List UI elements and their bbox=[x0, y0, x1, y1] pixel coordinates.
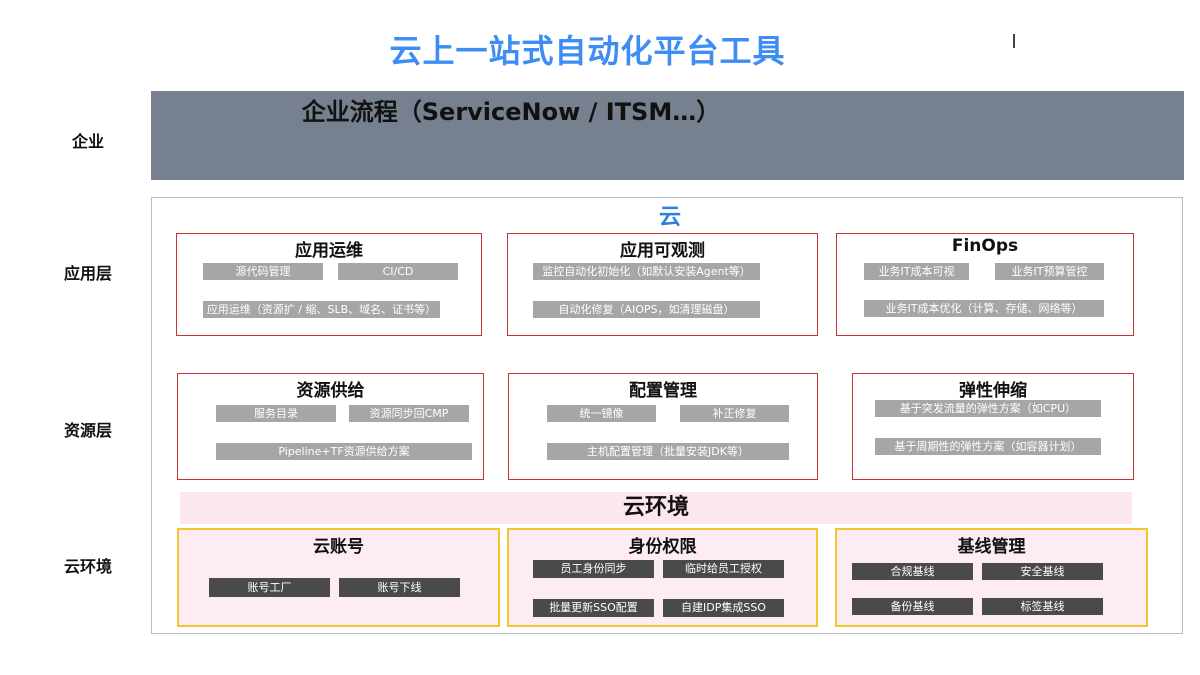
cloud-account-box: 云账号 账号工厂 账号下线 bbox=[177, 528, 500, 627]
chip-tag-baseline: 标签基线 bbox=[982, 598, 1103, 615]
chip-burst-scaling: 基于突发流量的弹性方案（如CPU） bbox=[875, 400, 1101, 417]
box-title: 云账号 bbox=[313, 537, 364, 557]
chip-cicd: CI/CD bbox=[338, 263, 458, 280]
box-title: 弹性伸缩 bbox=[959, 381, 1027, 401]
box-title: 配置管理 bbox=[629, 381, 697, 401]
chip-periodic-scaling: 基于周期性的弹性方案（如容器计划） bbox=[875, 438, 1101, 455]
chip-employee-sync: 员工身份同步 bbox=[533, 560, 654, 578]
resource-supply-box: 资源供给 服务目录 资源同步回CMP Pipeline+TF资源供给方案 bbox=[177, 373, 484, 480]
box-title: 应用可观测 bbox=[620, 241, 705, 261]
chip-compliance-baseline: 合规基线 bbox=[852, 563, 973, 580]
chip-patch-repair: 补正修复 bbox=[680, 405, 789, 422]
box-title: 身份权限 bbox=[628, 537, 697, 557]
box-title: 资源供给 bbox=[296, 381, 365, 401]
chip-budget-control: 业务IT预算管控 bbox=[995, 263, 1104, 280]
chip-backup-baseline: 备份基线 bbox=[852, 598, 973, 615]
text-cursor bbox=[1013, 34, 1015, 48]
chip-auto-repair: 自动化修复（AIOPS，如清理磁盘） bbox=[533, 301, 760, 318]
box-title: 基线管理 bbox=[957, 537, 1026, 557]
chip-cost-optimize: 业务IT成本优化（计算、存储、网络等） bbox=[864, 300, 1104, 317]
enterprise-process-block bbox=[151, 91, 1184, 180]
box-title: FinOps bbox=[951, 236, 1019, 256]
auto-scaling-box: 弹性伸缩 基于突发流量的弹性方案（如CPU） 基于周期性的弹性方案（如容器计划） bbox=[852, 373, 1134, 480]
identity-permission-box: 身份权限 员工身份同步 临时给员工授权 批量更新SSO配置 自建IDP集成SSO bbox=[507, 528, 818, 627]
app-ops-box: 应用运维 源代码管理 CI/CD 应用运维（资源扩 / 缩、SLB、域名、证书等… bbox=[176, 233, 482, 336]
app-observability-box: 应用可观测 监控自动化初始化（如默认安装Agent等） 自动化修复（AIOPS，… bbox=[507, 233, 818, 336]
chip-source-code: 源代码管理 bbox=[203, 263, 323, 280]
chip-sso-update: 批量更新SSO配置 bbox=[533, 599, 654, 617]
chip-app-ops: 应用运维（资源扩 / 缩、SLB、域名、证书等） bbox=[203, 301, 440, 318]
chip-temp-grant: 临时给员工授权 bbox=[663, 560, 784, 578]
chip-security-baseline: 安全基线 bbox=[982, 563, 1103, 580]
chip-resource-sync: 资源同步回CMP bbox=[349, 405, 469, 422]
chip-host-config: 主机配置管理（批量安装JDK等） bbox=[547, 443, 789, 460]
chip-idp-sso: 自建IDP集成SSO bbox=[663, 599, 784, 617]
chip-monitor-init: 监控自动化初始化（如默认安装Agent等） bbox=[533, 263, 760, 280]
cloud-env-band bbox=[180, 492, 1132, 524]
page-title: 云上一站式自动化平台工具 bbox=[389, 32, 786, 70]
config-management-box: 配置管理 统一镜像 补正修复 主机配置管理（批量安装JDK等） bbox=[508, 373, 818, 480]
layer-label-enterprise: 企业 bbox=[71, 132, 104, 151]
chip-account-offboard: 账号下线 bbox=[339, 578, 460, 597]
finops-box: FinOps 业务IT成本可视 业务IT预算管控 业务IT成本优化（计算、存储、… bbox=[836, 233, 1134, 336]
chip-cost-visible: 业务IT成本可视 bbox=[864, 263, 969, 280]
layer-label-application: 应用层 bbox=[63, 264, 112, 283]
cloud-label: 云 bbox=[658, 205, 681, 230]
chip-service-catalog: 服务目录 bbox=[216, 405, 336, 422]
enterprise-process-label: 企业流程（ServiceNow / ITSM…） bbox=[301, 98, 721, 126]
chip-unified-image: 统一镜像 bbox=[547, 405, 656, 422]
baseline-management-box: 基线管理 合规基线 安全基线 备份基线 标签基线 bbox=[835, 528, 1148, 627]
layer-label-resource: 资源层 bbox=[63, 421, 112, 440]
chip-pipeline-tf: Pipeline+TF资源供给方案 bbox=[216, 443, 472, 460]
box-title: 应用运维 bbox=[295, 241, 363, 261]
cloud-env-band-label: 云环境 bbox=[622, 495, 689, 520]
chip-account-factory: 账号工厂 bbox=[209, 578, 330, 597]
layer-label-cloud-env: 云环境 bbox=[63, 557, 112, 576]
